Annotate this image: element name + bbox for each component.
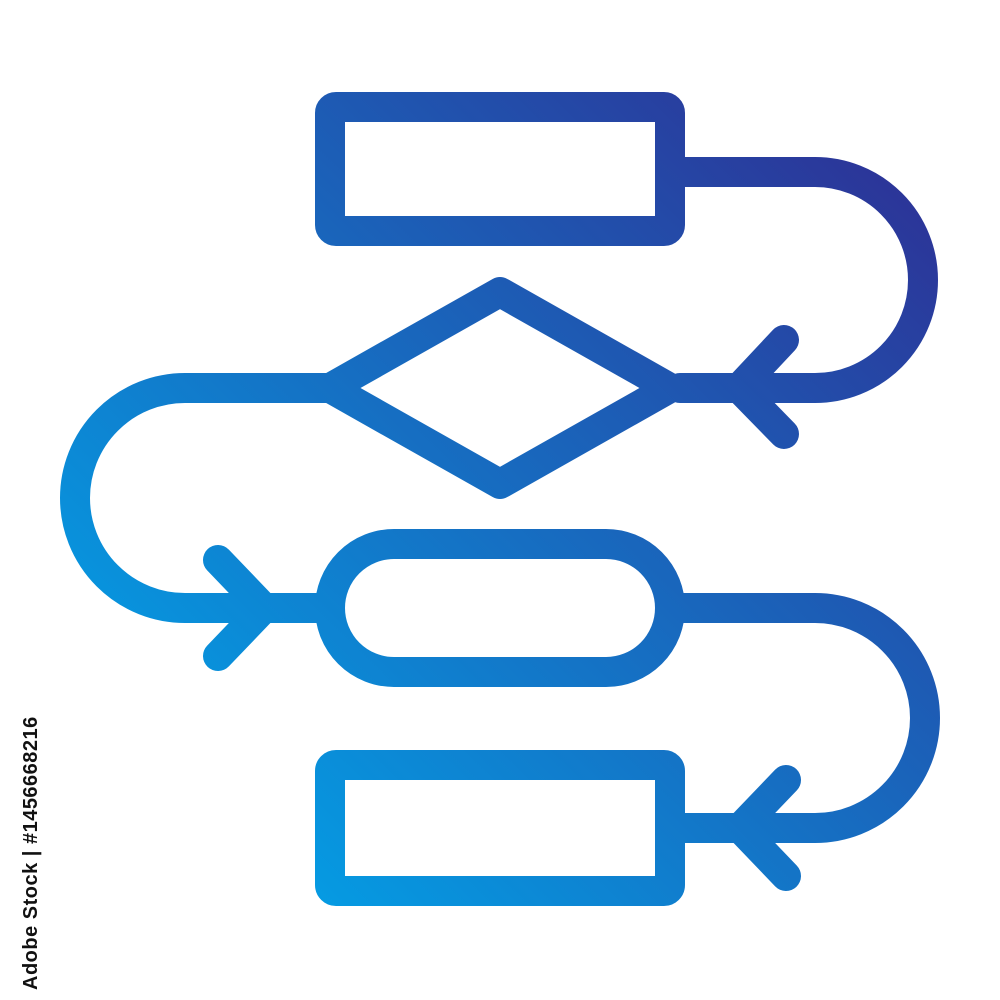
- connector-decision-to-terminator: [60, 373, 345, 623]
- process-box-top: [315, 92, 685, 246]
- connector-terminator-to-bottom: [655, 593, 940, 843]
- process-box-bottom: [315, 750, 685, 906]
- terminator-pill: [315, 529, 685, 687]
- arrow-head-left-1: [724, 325, 799, 449]
- stock-id-label: Adobe Stock | #1456668216: [20, 716, 42, 990]
- connector-top-to-decision: [655, 157, 938, 403]
- arrow-head-left-2: [725, 765, 801, 891]
- arrow-head-right: [203, 545, 279, 671]
- decision-diamond: [315, 277, 685, 499]
